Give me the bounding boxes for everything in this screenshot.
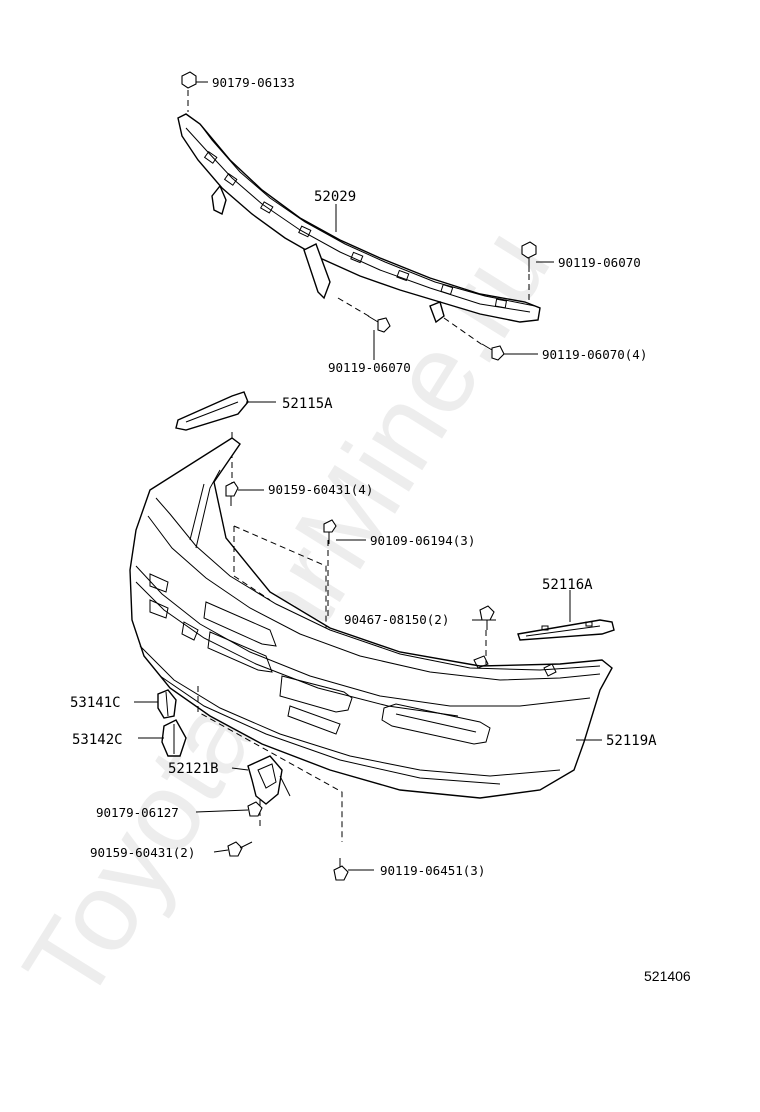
label-90119-06070-center: 90119-06070 — [328, 360, 411, 375]
clip-53142c — [161, 719, 187, 757]
label-90119-06070-x4: 90119-06070(4) — [542, 347, 647, 362]
bumper-cover-52119a — [129, 437, 613, 799]
label-52116a: 52116A — [542, 577, 593, 593]
clip-90179-06127-icon — [247, 801, 263, 817]
label-52029: 52029 — [314, 189, 356, 205]
clip-53141c — [157, 689, 177, 719]
bolt-90119-06070-x4-icon — [443, 317, 505, 361]
label-52121b: 52121B — [168, 761, 219, 777]
assembly-dashed-lines — [197, 525, 487, 842]
label-52119a: 52119A — [606, 733, 657, 749]
label-90119-06451: 90119-06451(3) — [380, 863, 485, 878]
label-52115a: 52115A — [282, 396, 333, 412]
label-90119-06070-right: 90119-06070 — [558, 255, 641, 270]
screw-90159-60431-icon — [225, 481, 239, 506]
bracket-52121b — [247, 755, 291, 805]
label-90159-60431-x4: 90159-60431(4) — [268, 482, 373, 497]
bolt-90119-06451-icon — [333, 858, 349, 881]
screw-90159-60431-x2-icon — [227, 841, 253, 857]
label-90109-06194: 90109-06194(3) — [370, 533, 475, 548]
bolt-90467-08150-icon — [479, 605, 495, 630]
bolt-90119-06070-center-icon — [337, 297, 391, 333]
bumper-reinforcement-52029 — [177, 113, 541, 324]
bolt-90109-06194-icon — [323, 519, 337, 544]
label-90179-06133: 90179-06133 — [212, 75, 295, 90]
label-53141c: 53141C — [70, 695, 121, 711]
bolt-90119-06070-right-icon — [521, 241, 537, 300]
label-90179-06127: 90179-06127 — [96, 805, 179, 820]
figure-number: 521406 — [644, 968, 691, 984]
leader-lines — [134, 81, 602, 871]
label-90467-08150: 90467-08150(2) — [344, 612, 449, 627]
retainer-52116a — [517, 619, 615, 641]
retainer-52115a — [175, 391, 249, 484]
label-53142c: 53142C — [72, 732, 123, 748]
clip-90179-06133-icon — [181, 71, 197, 112]
label-90159-60431-x2: 90159-60431(2) — [90, 845, 195, 860]
